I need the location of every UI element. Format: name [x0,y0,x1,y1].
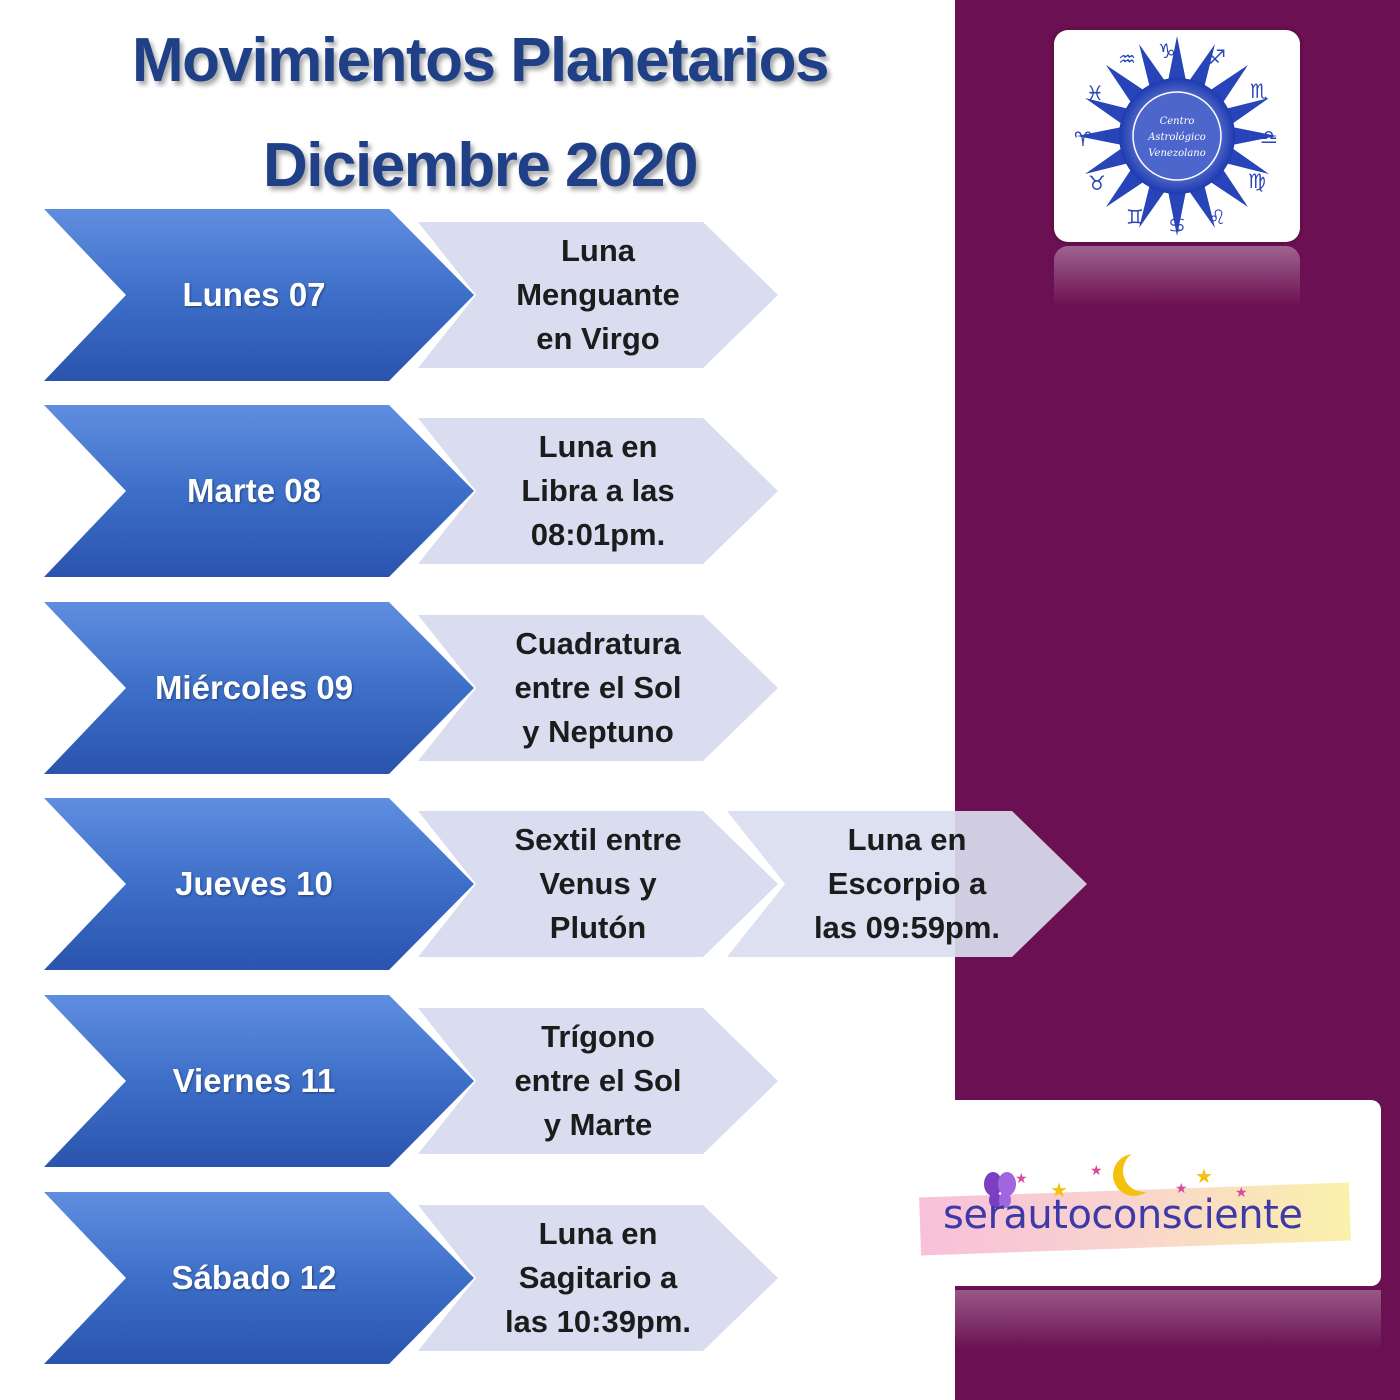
day-chevron: Sábado 12 [44,1192,474,1364]
event-chevron: Trígono entre el Sol y Marte [418,1008,778,1154]
row-6: Sábado 12 Luna en Sagitario a las 10:39p… [0,1192,1100,1367]
svg-text:♍: ♍ [1248,169,1266,193]
star-icon: ★ [1090,1162,1103,1178]
svg-text:Centro: Centro [1160,116,1195,127]
event-label: Sextil entre Venus y Plutón [514,822,682,945]
svg-text:♏: ♏ [1250,79,1268,103]
day-chevron: Miércoles 09 [44,602,474,774]
event-chevron: Cuadratura entre el Sol y Neptuno [418,615,778,761]
svg-text:♐: ♐ [1208,45,1226,69]
day-label: Viernes 11 [172,1062,336,1099]
day-chevron: Viernes 11 [44,995,474,1167]
day-chevron: Marte 08 [44,405,474,577]
row-1: Lunes 07 Luna Menguante en Virgo [0,209,1100,384]
day-label: Sábado 12 [171,1259,337,1296]
svg-text:Astrológico: Astrológico [1147,132,1206,143]
star-icon: ★ [1050,1180,1068,1202]
page-title: Movimientos Planetarios Diciembre 2020 [40,8,920,218]
title-line-1: Movimientos Planetarios [132,26,829,95]
brand-name: serautoconsciente [943,1192,1303,1238]
logo-reflection [1054,246,1300,306]
svg-text:♒: ♒ [1118,47,1136,71]
butterfly-icon [984,1172,1016,1208]
svg-text:Venezolano: Venezolano [1148,148,1206,159]
zodiac-sun-icon: Centro Astrológico Venezolano ♒ ♑ ♐ ♏ ♎ … [1074,36,1278,237]
event-chevron-secondary: Luna en Escorpio a las 09:59pm. [727,811,1087,957]
event-label: Cuadratura entre el Sol y Neptuno [514,626,682,749]
svg-text:♉: ♉ [1088,171,1106,195]
event-chevron: Luna Menguante en Virgo [418,222,778,368]
event-chevron: Luna en Libra a las 08:01pm. [418,418,778,564]
day-label: Marte 08 [187,472,321,509]
row-5: Viernes 11 Trígono entre el Sol y Marte [0,995,1100,1170]
event-label: Luna Menguante en Virgo [516,233,680,356]
event-label: Luna en Escorpio a las 09:59pm. [813,822,1001,945]
star-icon: ★ [1195,1166,1213,1188]
svg-text:♎: ♎ [1260,125,1278,149]
event-label: Trígono entre el Sol y Marte [514,1019,682,1142]
astrology-logo: Centro Astrológico Venezolano ♒ ♑ ♐ ♏ ♎ … [1054,30,1300,242]
day-label: Miércoles 09 [154,669,354,706]
day-chevron: Jueves 10 [44,798,474,970]
event-label: Luna en Libra a las 08:01pm. [521,429,675,552]
title-line-2: Diciembre 2020 [263,131,698,200]
event-label: Luna en Sagitario a las 10:39pm. [504,1216,692,1339]
svg-text:♌: ♌ [1208,205,1226,229]
star-icon: ★ [1175,1180,1188,1196]
brand-reflection [905,1290,1381,1350]
moon-icon [1123,1150,1165,1192]
event-chevron: Sextil entre Venus y Plutón [418,811,778,957]
svg-text:♓: ♓ [1086,81,1104,105]
svg-text:♈: ♈ [1074,127,1092,151]
day-label: Jueves 10 [175,865,333,902]
row-2: Marte 08 Luna en Libra a las 08:01pm. [0,405,1100,580]
row-4: Jueves 10 Sextil entre Venus y Plutón Lu… [0,798,1100,973]
svg-text:♑: ♑ [1158,39,1176,63]
brand-logo: ★ ★ ★ ★ ★ ★ serautoconsciente [905,1100,1381,1286]
row-3: Miércoles 09 Cuadratura entre el Sol y N… [0,602,1100,777]
svg-text:♊: ♊ [1126,205,1144,229]
star-icon: ★ [1015,1170,1028,1186]
day-chevron: Lunes 07 [44,209,474,381]
svg-text:♋: ♋ [1168,213,1186,237]
event-chevron: Luna en Sagitario a las 10:39pm. [418,1205,778,1351]
day-label: Lunes 07 [182,276,326,313]
star-icon: ★ [1235,1184,1248,1200]
